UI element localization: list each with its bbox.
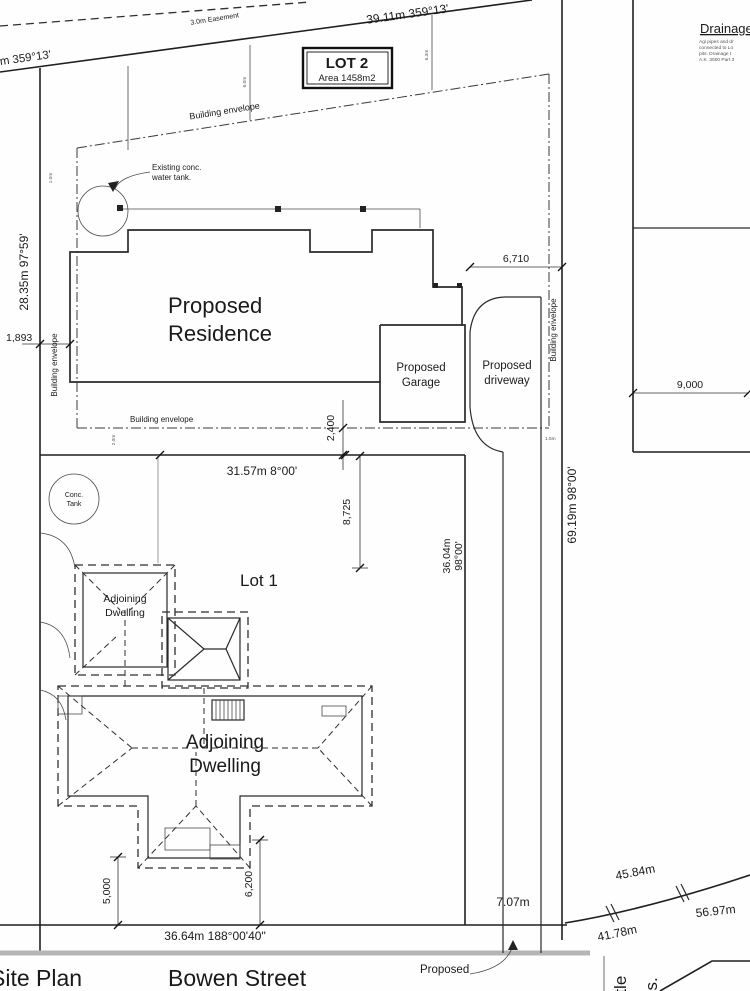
conc-tank-label-1: Conc. xyxy=(65,492,83,499)
driveway-label-2: driveway xyxy=(484,375,530,387)
driveway-label-1: Proposed xyxy=(482,360,531,372)
water-tank-label-1: Existing conc. xyxy=(152,163,201,172)
site-plan-title: Site Plan xyxy=(0,965,82,991)
crossover-leader xyxy=(469,940,518,975)
myrtle-seg2-dim: 56.97m xyxy=(695,902,736,920)
adjoining2-label-1: Adjoining xyxy=(186,732,264,753)
adjoining1-label-2: Dwelling xyxy=(105,607,145,619)
dim-2400: 2,400 xyxy=(325,415,337,441)
dimension-lines xyxy=(22,262,750,930)
drainage-title: Drainage xyxy=(700,21,750,36)
setback-2.0m: 2.0m xyxy=(111,435,117,446)
arrowhead-icon xyxy=(508,940,518,950)
proposed-residence-outline xyxy=(69,205,466,423)
bowen-street-label: Bowen Street xyxy=(168,965,307,991)
lot2-area: Area 1458m2 xyxy=(318,73,375,84)
right-boundary-label: 69.19m 98°00' xyxy=(565,466,579,543)
dim-6710: 6,710 xyxy=(503,253,529,265)
arrowhead-icon xyxy=(108,181,119,192)
left-boundary-label: 28.35m 97°59' xyxy=(17,233,31,310)
myrtle-seg3-dim: 41.78m xyxy=(596,922,638,944)
conc-tank xyxy=(48,473,100,525)
frontage-dim: 7.07m xyxy=(496,895,529,909)
residence-label-2: Residence xyxy=(168,321,272,346)
envelope-label-left: Building envelope xyxy=(50,333,59,397)
bottom-boundary-label: 36.64m 188°00'40" xyxy=(164,929,265,943)
setback-6.3m: 6.3m xyxy=(424,50,430,61)
division-boundary-label: 31.57m 8°00' xyxy=(227,464,297,478)
setback-1.0m: 1.0m xyxy=(48,173,54,184)
adjoining1-label-1: Adjoining xyxy=(103,593,146,605)
existing-water-tank xyxy=(77,171,151,237)
proposed-driveway-outline xyxy=(469,296,542,953)
lot2-title: LOT 2 xyxy=(326,55,369,72)
drainage-line-3: pits. Drainage t xyxy=(699,51,732,57)
crossover-label: Proposed xyxy=(420,964,469,976)
drainage-note: Drainage Agi pipes and dr connected to L… xyxy=(699,21,750,63)
envelope-label-right: Building envelope xyxy=(549,298,558,362)
dim-5000: 5,000 xyxy=(101,878,113,904)
lot1-label: Lot 1 xyxy=(240,571,278,590)
path-arcs xyxy=(39,455,159,721)
residence-label-1: Proposed xyxy=(168,293,262,318)
adjoining-dwelling-1 xyxy=(74,564,249,689)
dim-9000: 9,000 xyxy=(677,379,703,391)
lot2-title-box: LOT 2 Area 1458m2 xyxy=(301,46,394,90)
myrtle-street-partial-label: es. xyxy=(642,977,661,991)
leader-arrow xyxy=(114,171,151,190)
dim-8725: 8,725 xyxy=(341,499,353,525)
drainage-line-1: Agi pipes and dr xyxy=(699,39,734,45)
adjoining2-label-2: Dwelling xyxy=(189,756,261,777)
myrtle-street-label: Myrtle xyxy=(611,976,630,991)
garage-label-1: Proposed xyxy=(396,362,445,374)
adjoining-dwelling-2 xyxy=(57,685,373,869)
drainage-line-2: connected to Lo xyxy=(699,45,733,51)
setback-6.0m: 6.0m xyxy=(242,77,248,88)
top-boundary-label: 39.11m 359°13' xyxy=(365,1,449,26)
setback-1.5m: 1.5m xyxy=(545,436,556,442)
conc-tank-label-2: Tank xyxy=(67,501,82,508)
water-tank-label-2: water tank. xyxy=(151,173,191,182)
drainage-line-4: A.K. 3500 Part 3 xyxy=(699,57,735,63)
lot1-right-boundary-a: 36.04m xyxy=(441,538,453,573)
easement-line xyxy=(0,1,311,27)
dim-6200: 6,200 xyxy=(243,871,255,897)
garage-label-2: Garage xyxy=(402,377,440,389)
myrtle-seg1-dim: 45.84m xyxy=(614,861,656,882)
envelope-label-bottom: Building envelope xyxy=(130,415,194,424)
dim-1893: 1,893 xyxy=(6,332,32,344)
building-envelope xyxy=(76,73,550,429)
lot1-right-boundary-b: 98°00' xyxy=(453,541,465,571)
easement-label: 3.0m Easement xyxy=(190,12,240,27)
